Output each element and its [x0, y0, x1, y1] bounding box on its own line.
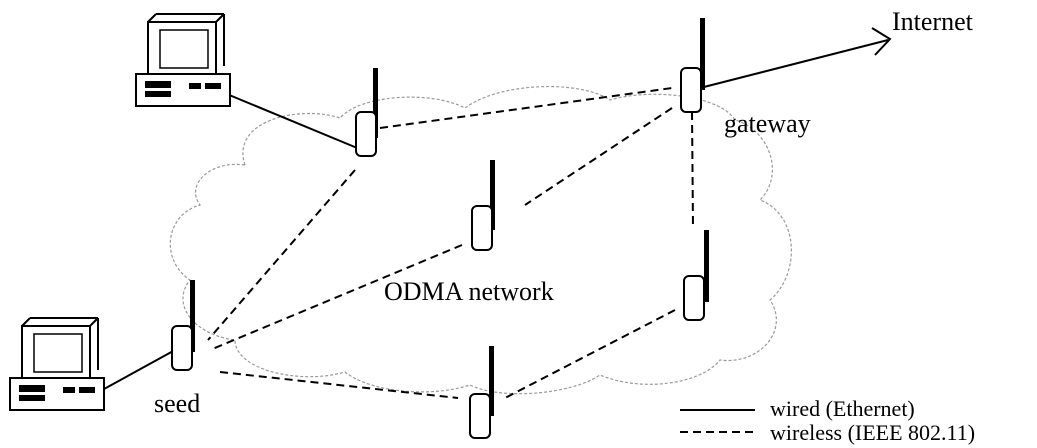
internet-arrowhead — [871, 27, 892, 56]
wireless-links — [207, 87, 694, 399]
gateway-label: gateway — [724, 109, 811, 138]
wired-link-pc-top — [221, 91, 363, 151]
wired-link-internet — [699, 39, 889, 89]
node-right — [683, 230, 709, 321]
computer-icon-bottom — [9, 317, 105, 411]
wired-link-pc-seed — [94, 349, 176, 395]
node-gateway — [680, 18, 705, 113]
node-bottom — [469, 346, 494, 439]
node-seed — [171, 280, 195, 371]
legend-wireless-label: wireless (IEEE 802.11) — [770, 420, 975, 445]
computer-icon-top — [135, 13, 231, 107]
wired-links — [94, 27, 892, 395]
seed-label: seed — [154, 389, 200, 418]
legend: wired (Ethernet) wireless (IEEE 802.11) — [680, 396, 975, 445]
node-top-center — [355, 68, 378, 157]
network-label: ODMA network — [384, 277, 554, 306]
node-center — [471, 160, 495, 251]
network-cloud — [169, 85, 792, 395]
legend-wired-label: wired (Ethernet) — [770, 396, 915, 421]
internet-label: Internet — [892, 7, 974, 36]
